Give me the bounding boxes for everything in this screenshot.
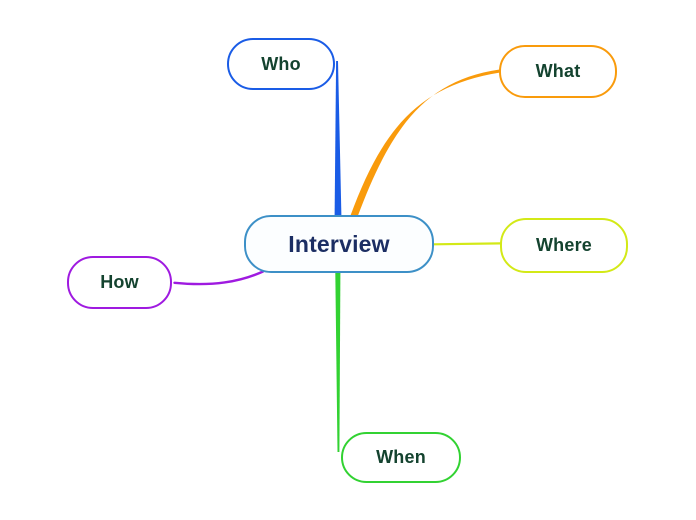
node-who-label: Who [261, 53, 301, 74]
connector-what [350, 69, 500, 216]
node-who[interactable]: Who [227, 38, 335, 90]
node-what[interactable]: What [499, 45, 617, 98]
node-interview-label: Interview [288, 230, 390, 257]
connector-who [334, 61, 342, 216]
node-when[interactable]: When [341, 432, 461, 483]
node-what-label: What [535, 61, 581, 81]
connector-how [173, 270, 265, 286]
node-interview[interactable]: Interview [244, 215, 434, 273]
node-how[interactable]: How [67, 256, 172, 309]
node-when-label: When [376, 447, 426, 467]
connector-when [335, 272, 341, 452]
node-how-label: How [100, 272, 139, 292]
node-where-label: Where [535, 235, 592, 255]
node-where[interactable]: Where [500, 218, 628, 273]
connector-where [432, 242, 502, 246]
